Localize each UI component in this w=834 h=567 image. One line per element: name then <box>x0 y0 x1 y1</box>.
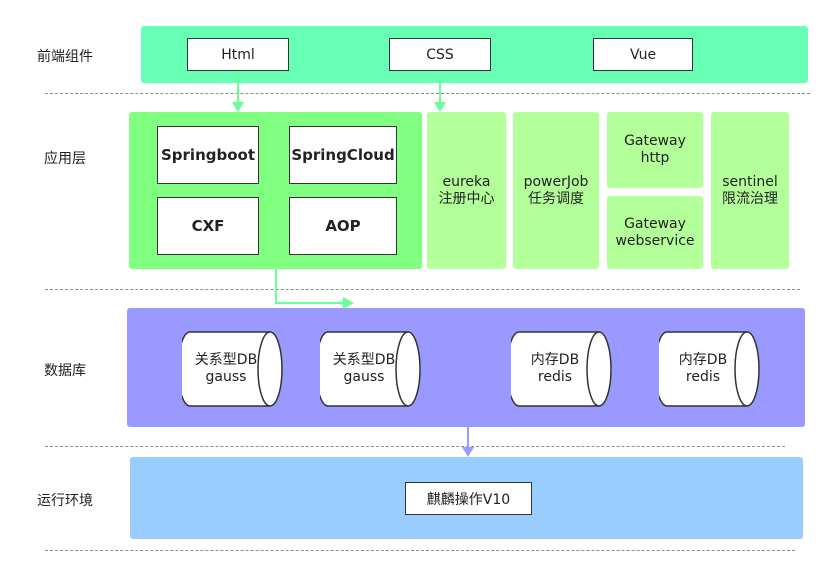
db-2-engine: gauss <box>343 369 385 385</box>
service-powerjob-name: powerJob <box>523 173 589 190</box>
separator-3 <box>45 446 785 447</box>
separator-1 <box>45 93 810 94</box>
service-gateway-http-name: Gateway <box>624 133 686 149</box>
service-eureka-name: eureka <box>442 173 491 190</box>
row-label-application: 应用层 <box>44 151 86 167</box>
service-eureka-desc: 注册中心 <box>438 190 495 207</box>
service-gateway-ws-proto: webservice <box>615 232 695 249</box>
service-gateway-http-tile: Gateway http <box>607 112 703 188</box>
db-3-engine: redis <box>537 369 573 385</box>
db-cylinder-4: 内存DB redis <box>659 331 767 407</box>
service-powerjob-desc: 任务调度 <box>528 190 584 207</box>
separator-4 <box>45 550 795 551</box>
cylinder-shape <box>511 331 612 407</box>
cylinder-shape <box>659 331 760 407</box>
arrow-head-icon <box>462 447 474 457</box>
row-label-runtime: 运行环境 <box>37 493 93 509</box>
arrow-app-to-database <box>275 269 345 304</box>
app-cxf-box: CXF <box>157 197 259 255</box>
service-gateway-ws-name: Gateway <box>624 215 686 232</box>
app-springboot-box: Springboot <box>157 126 259 184</box>
arrow-head-icon <box>232 102 244 112</box>
app-springcloud-box: SpringCloud <box>289 126 397 184</box>
row-label-frontend: 前端组件 <box>37 49 93 65</box>
db-3-type: 内存DB <box>530 352 580 368</box>
frontend-css-box: CSS <box>389 38 491 71</box>
runtime-os-box: 麒麟操作V10 <box>405 482 532 515</box>
db-cylinder-1: 关系型DB gauss <box>182 331 290 407</box>
separator-2 <box>45 289 800 290</box>
cylinder-shape <box>182 331 283 407</box>
db-2-type: 关系型DB <box>332 352 396 368</box>
arrow-head-icon <box>343 297 354 309</box>
frontend-html-box: Html <box>187 38 289 71</box>
db-cylinder-2: 关系型DB gauss <box>320 331 428 407</box>
service-eureka-tile: eureka 注册中心 <box>427 112 506 269</box>
service-powerjob-tile: powerJob 任务调度 <box>513 112 599 269</box>
db-4-type: 内存DB <box>678 352 728 368</box>
service-gateway-http-proto: http <box>640 150 670 166</box>
db-cylinder-3: 内存DB redis <box>511 331 619 407</box>
service-sentinel-tile: sentinel 限流治理 <box>711 112 789 269</box>
db-1-type: 关系型DB <box>194 352 258 368</box>
service-sentinel-desc: 限流治理 <box>722 190 778 207</box>
frontend-vue-box: Vue <box>593 38 693 71</box>
app-aop-box: AOP <box>289 197 397 255</box>
db-4-engine: redis <box>685 369 721 385</box>
cylinder-shape <box>320 331 421 407</box>
service-gateway-ws-tile: Gateway webservice <box>607 196 703 269</box>
row-label-database: 数据库 <box>44 363 86 379</box>
service-sentinel-name: sentinel <box>722 173 778 190</box>
arrow-head-icon <box>434 102 446 112</box>
db-1-engine: gauss <box>205 369 247 385</box>
